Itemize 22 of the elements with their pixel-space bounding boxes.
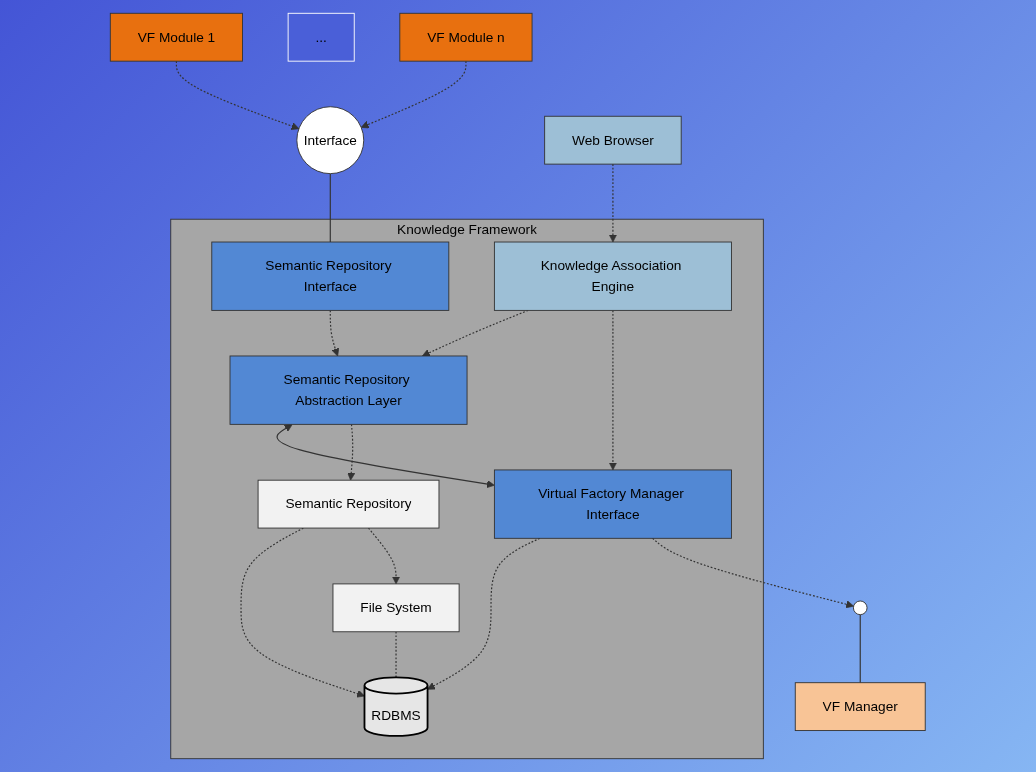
connector — [859, 614, 862, 684]
connector — [329, 173, 332, 243]
node-circle — [853, 600, 868, 616]
node-circle: Interface — [296, 106, 365, 175]
arrow — [347, 423, 356, 481]
arrow — [609, 309, 618, 471]
arrow — [276, 424, 495, 489]
node-box: Web Browser — [544, 115, 682, 165]
node-box: VF Manager — [795, 682, 926, 731]
node-box: File System — [332, 583, 460, 633]
node-box: VF Module n — [399, 12, 533, 62]
arrow — [329, 309, 340, 357]
node-box: Semantic Repository Abstraction Layer — [229, 355, 468, 425]
node-box: Semantic Repository — [257, 479, 440, 529]
arrow — [652, 537, 855, 609]
node-box: VF Module 1 — [110, 12, 244, 62]
node-box: Knowledge Association Engine — [494, 241, 733, 311]
node-box: ... — [287, 12, 355, 62]
arrow — [240, 527, 366, 698]
node-box: Virtual Factory Manager Interface — [494, 469, 733, 539]
node-box: Semantic Repository Interface — [211, 241, 450, 311]
arrow — [368, 527, 401, 585]
